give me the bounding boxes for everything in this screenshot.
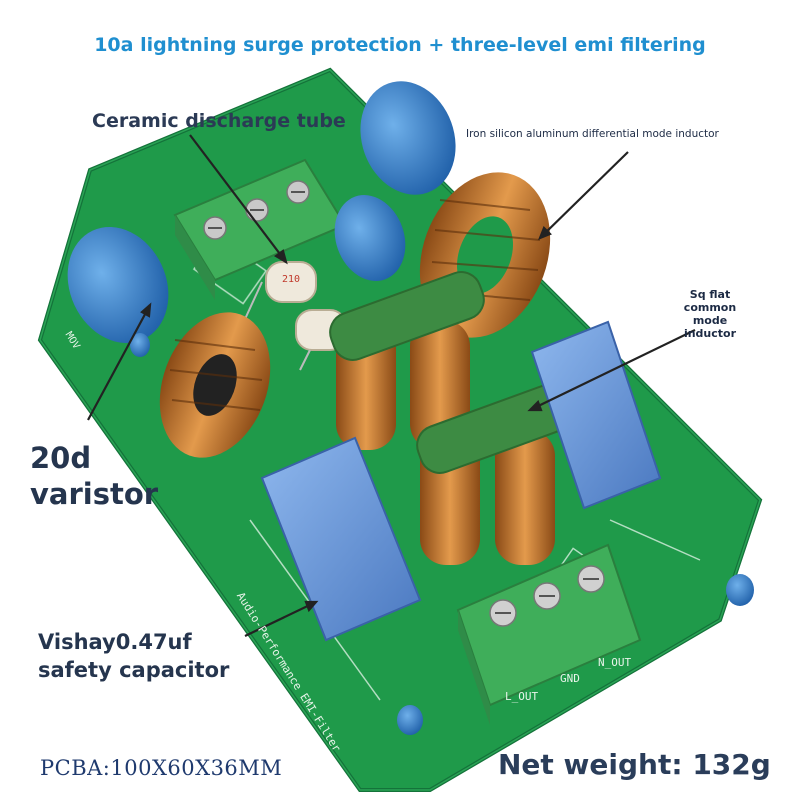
tube-code-label: 210 [282,274,301,285]
label-pcba-dimensions: PCBA:100X60X36MM [40,756,283,780]
label-net-weight: Net weight: 132g [498,748,771,781]
annotation-arrows [87,134,696,637]
label-common-mode-inductor: Sq flat common mode inductor [683,288,737,340]
terminal-label-n-out: N_OUT [598,656,632,669]
varistor-left [67,226,169,344]
varistor-top [360,81,456,195]
label-iron-inductor: Iron silicon aluminum differential mode … [466,128,719,140]
terminal-label-gnd: GND [560,672,580,685]
toroid-left [159,312,271,458]
label-ceramic-discharge-tube: Ceramic discharge tube [92,110,346,132]
label-varistor: 20d varistor [30,441,159,511]
y-capacitor [397,705,423,735]
safety-capacitor-right [530,320,662,510]
label-safety-capacitor: Vishay0.47uf safety capacitor [38,630,230,682]
y-capacitor [130,333,150,357]
output-terminal-block [456,543,642,725]
y-capacitor [726,574,754,606]
input-terminal-block [173,158,347,300]
page-title: 10a lightning surge protection + three-l… [94,34,706,56]
varistor-middle [334,195,406,281]
terminal-label-l-out: L_OUT [505,690,539,703]
safety-capacitor-left [260,436,422,642]
